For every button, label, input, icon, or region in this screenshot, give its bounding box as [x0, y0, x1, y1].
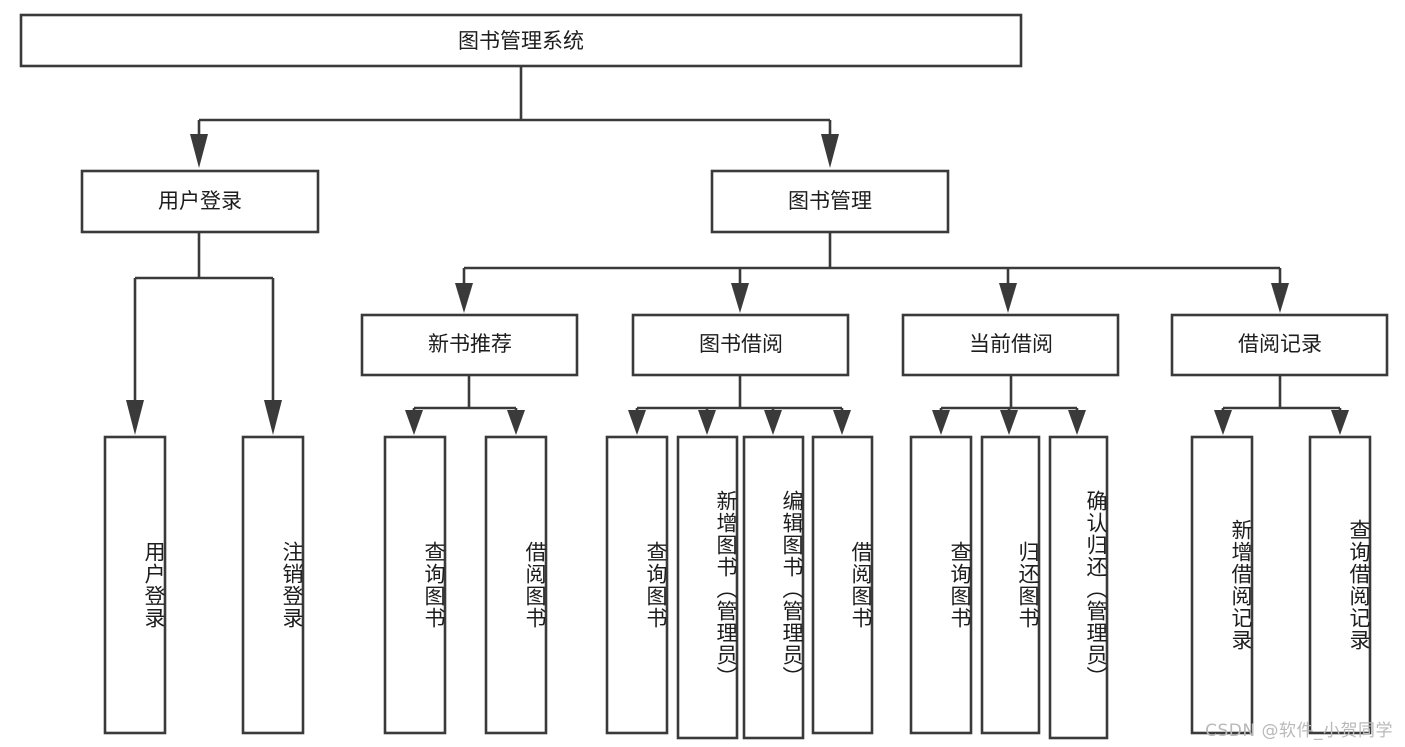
node-current-borrow-box[interactable]: [901, 313, 1120, 377]
node-book-borrow[interactable]: 图书借阅: [631, 313, 850, 377]
node-borrow-record-label: 借阅记录: [1238, 332, 1322, 356]
connector-group-new-book-recommend-to-leaves: [405, 375, 525, 435]
node-borrow-record[interactable]: 借阅记录: [1170, 313, 1389, 377]
leaf-query-book-2-box[interactable]: [605, 435, 669, 735]
leaf-user-login-box[interactable]: [103, 435, 167, 735]
arrowhead-new-book-recommend: [455, 283, 473, 313]
arrowhead-leaf-query-record: [1331, 410, 1349, 435]
node-new-book-recommend-box[interactable]: [360, 313, 579, 377]
leaf-borrow-book-2-box[interactable]: [811, 435, 874, 735]
arrowhead-current-borrow: [999, 283, 1017, 313]
node-book-manage-box[interactable]: [710, 169, 950, 234]
arrowhead-leaf-confirm-return: [1068, 410, 1086, 435]
node-user-login[interactable]: 用户登录: [80, 169, 320, 234]
connector-group-user-login-to-leaves: [126, 232, 282, 435]
node-new-book-recommend[interactable]: 新书推荐: [360, 313, 579, 377]
leaf-return-book-box[interactable]: [980, 435, 1041, 735]
leaf-add-book-box[interactable]: [676, 435, 739, 740]
node-user-login-box[interactable]: [80, 169, 320, 234]
arrowhead-leaf-borrow-book-1: [507, 410, 525, 435]
node-current-borrow-label: 当前借阅: [969, 332, 1053, 356]
arrowhead-leaf-query-book-2: [628, 410, 646, 435]
node-book-manage-label: 图书管理: [788, 189, 872, 213]
connector-group-borrow-record-to-leaves: [1214, 375, 1349, 435]
node-current-borrow[interactable]: 当前借阅: [901, 313, 1120, 377]
leaf-add-record-box[interactable]: [1190, 435, 1254, 735]
arrowhead-leaf-borrow-book-2: [833, 410, 851, 435]
node-user-login-label: 用户登录: [158, 189, 242, 213]
connector-group-book-borrow-to-leaves: [628, 375, 851, 435]
arrowhead-leaf-add-record: [1214, 410, 1232, 435]
connector-group-current-borrow-to-leaves: [932, 375, 1086, 435]
node-new-book-recommend-label: 新书推荐: [428, 332, 512, 356]
connector-group-root-to-level2: [190, 66, 839, 168]
node-book-borrow-label: 图书借阅: [699, 332, 783, 356]
leaf-logout-box[interactable]: [241, 435, 305, 735]
node-borrow-record-box[interactable]: [1170, 313, 1389, 377]
leaf-boxes: [103, 435, 1372, 740]
node-book-manage[interactable]: 图书管理: [710, 169, 950, 234]
arrowhead-book-manage: [821, 134, 839, 168]
arrowhead-leaf-user-login: [126, 400, 144, 435]
leaf-query-book-3-box[interactable]: [909, 435, 973, 735]
arrowhead-leaf-add-book: [698, 410, 716, 435]
leaf-borrow-book-1-box[interactable]: [484, 435, 548, 735]
node-book-borrow-box[interactable]: [631, 313, 850, 377]
arrowhead-leaf-query-book-1: [405, 410, 423, 435]
arrowhead-user-login: [190, 134, 208, 168]
csdn-watermark: CSDN @软件_小贺同学: [1205, 721, 1393, 741]
node-root[interactable]: 图书管理系统: [19, 13, 1023, 68]
arrowhead-leaf-logout: [264, 400, 282, 435]
node-root-label: 图书管理系统: [458, 29, 584, 53]
leaf-query-record-box[interactable]: [1308, 435, 1372, 735]
leaf-confirm-return-box[interactable]: [1048, 435, 1109, 740]
arrowhead-leaf-return-book: [1000, 410, 1018, 435]
leaf-edit-book-box[interactable]: [742, 435, 805, 740]
arrowhead-book-borrow: [731, 283, 749, 313]
leaf-query-book-1-box[interactable]: [383, 435, 447, 735]
arrowhead-leaf-edit-book: [764, 410, 782, 435]
arrowhead-borrow-record: [1271, 283, 1289, 313]
connector-group-book-manage-to-level3: [455, 232, 1289, 313]
node-root-box[interactable]: [19, 13, 1023, 68]
arrowhead-leaf-query-book-3: [932, 410, 950, 435]
